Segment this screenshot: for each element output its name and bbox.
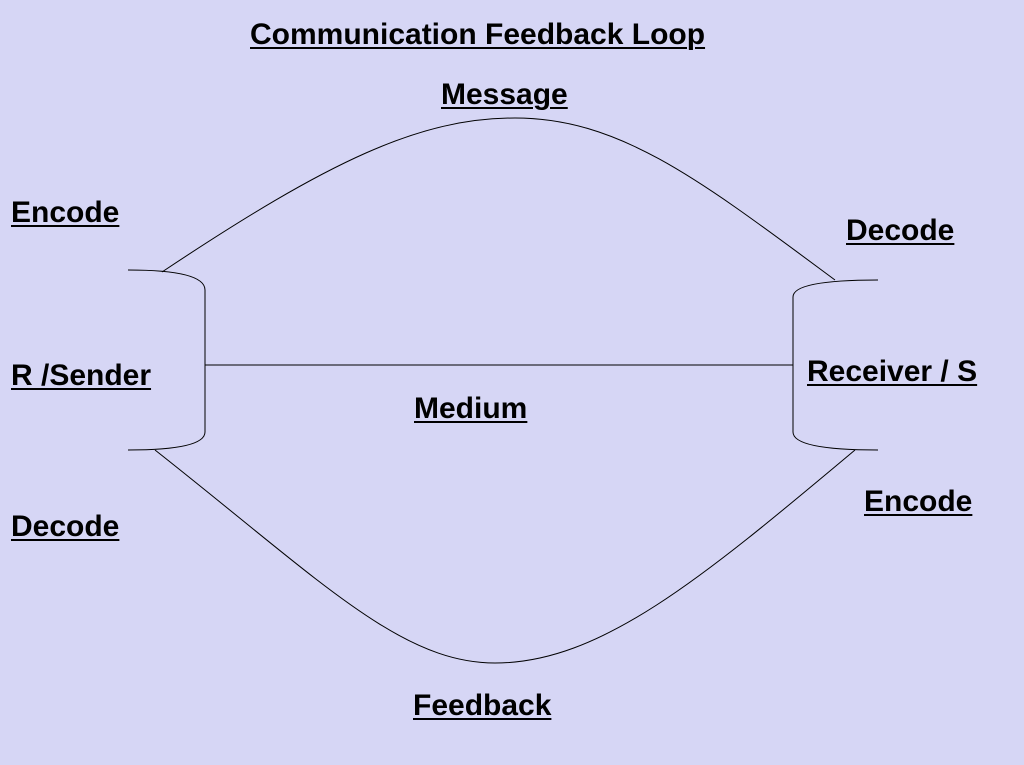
message-arc xyxy=(161,117,836,281)
receiver-label: Receiver / S xyxy=(807,355,978,388)
feedback-label: Feedback xyxy=(413,689,552,722)
diagram-title: Communication Feedback Loop xyxy=(250,18,706,51)
receiver-encode-label: Encode xyxy=(864,485,973,518)
sender-bracket xyxy=(127,269,206,451)
sender-label: R /Sender xyxy=(11,359,152,392)
receiver-bracket xyxy=(792,279,879,451)
sender-decode-label: Decode xyxy=(11,510,120,543)
message-label: Message xyxy=(441,78,568,111)
feedback-arc xyxy=(154,449,856,664)
receiver-decode-label: Decode xyxy=(846,214,955,247)
medium-label: Medium xyxy=(414,392,528,425)
sender-encode-label: Encode xyxy=(11,196,120,229)
